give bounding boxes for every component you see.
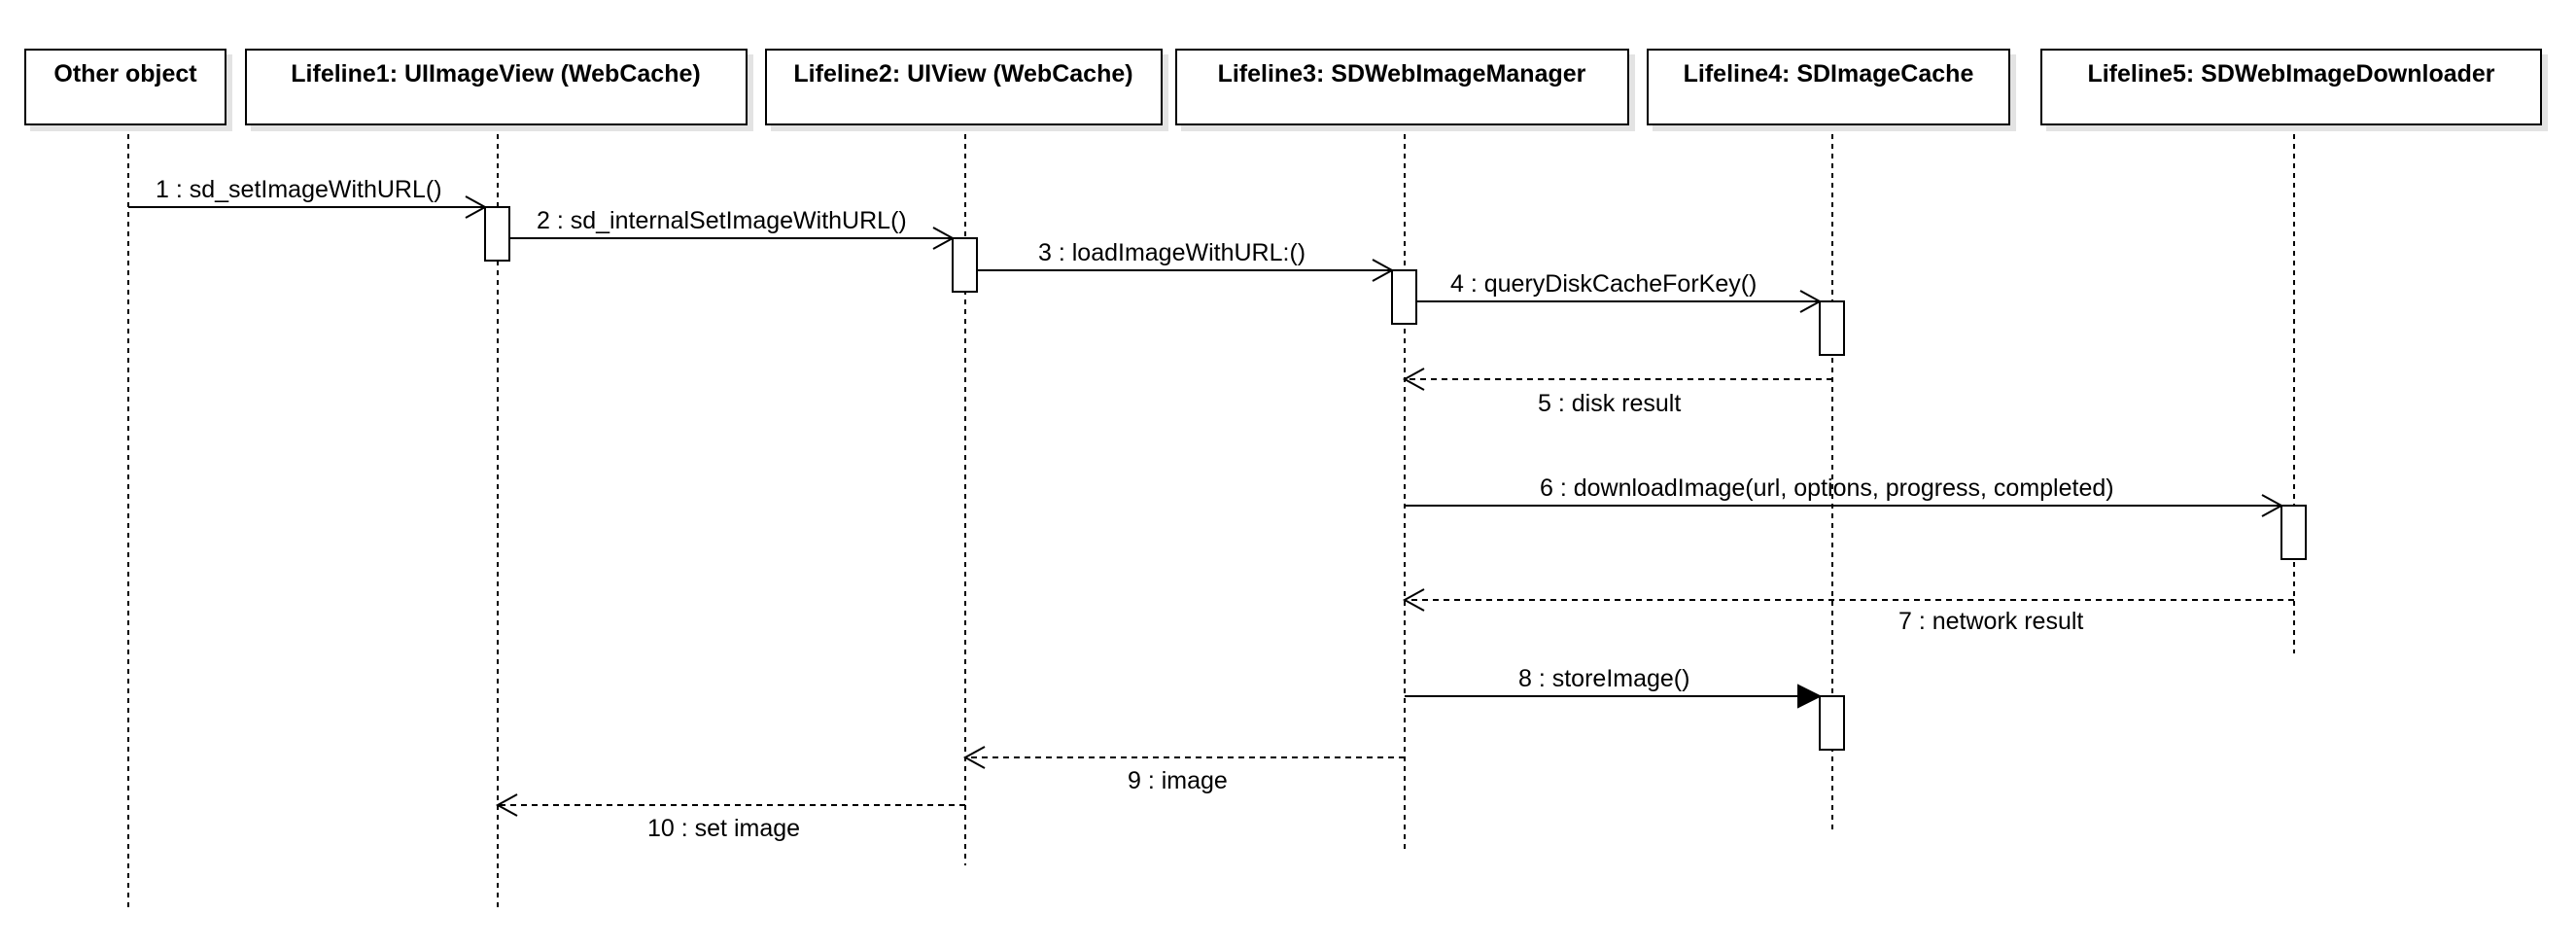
message-6-label: 6 : downloadImage(url, options, progress… — [1540, 474, 2114, 502]
activation-bar-l3 — [1391, 269, 1417, 325]
message-8: 8 : storeImage() — [1405, 665, 1823, 709]
message-5: 5 : disk result — [1402, 368, 1832, 417]
message-3-label: 3 : loadImageWithURL:() — [1038, 239, 1305, 266]
message-6: 6 : downloadImage(url, options, progress… — [1405, 474, 2284, 517]
activation-bar-l1 — [484, 206, 510, 262]
lifeline-l3: Lifeline3: SDWebImageManager — [1175, 49, 1629, 125]
message-9-label: 9 : image — [1128, 767, 1228, 794]
lifeline-title-l4: Lifeline4: SDImageCache — [1684, 60, 1974, 88]
message-2: 2 : sd_internalSetImageWithURL() — [509, 207, 956, 250]
message-7-label: 7 : network result — [1898, 608, 2083, 635]
lifeline-title-l5: Lifeline5: SDWebImageDownloader — [2087, 60, 2494, 88]
activation-bars — [484, 206, 2307, 751]
message-8-label: 8 : storeImage() — [1518, 665, 1689, 692]
messages: 1 : sd_setImageWithURL() 2 : sd_internal… — [128, 176, 2294, 842]
message-1-label: 1 : sd_setImageWithURL() — [156, 176, 442, 203]
message-10-label: 10 : set image — [647, 815, 800, 842]
lifeline-title-l1: Lifeline1: UIImageView (WebCache) — [291, 60, 700, 88]
lifeline-title-l3: Lifeline3: SDWebImageManager — [1218, 60, 1586, 88]
message-4-label: 4 : queryDiskCacheForKey() — [1450, 270, 1757, 298]
activation-bar-l2 — [952, 237, 978, 293]
activation-bar-l4-query — [1819, 300, 1845, 356]
message-3: 3 : loadImageWithURL:() — [977, 239, 1395, 282]
lifeline-heads: Other object Lifeline1: UIImageView (Web… — [24, 49, 2542, 125]
message-7: 7 : network result — [1402, 588, 2294, 635]
lifeline-l4: Lifeline4: SDImageCache — [1647, 49, 2010, 125]
lifeline-title-other: Other object — [53, 60, 197, 88]
message-5-label: 5 : disk result — [1538, 390, 1681, 417]
activation-bar-l5 — [2280, 505, 2307, 560]
message-9: 9 : image — [962, 746, 1405, 794]
lifeline-other: Other object — [24, 49, 226, 125]
activation-bar-l4-store — [1819, 695, 1845, 751]
message-1: 1 : sd_setImageWithURL() — [128, 176, 488, 219]
message-4: 4 : queryDiskCacheForKey() — [1416, 270, 1823, 313]
lifeline-title-l2: Lifeline2: UIView (WebCache) — [793, 60, 1132, 88]
message-10: 10 : set image — [495, 793, 965, 842]
lifeline-l5: Lifeline5: SDWebImageDownloader — [2040, 49, 2542, 125]
lifeline-l1: Lifeline1: UIImageView (WebCache) — [245, 49, 748, 125]
lifeline-l2: Lifeline2: UIView (WebCache) — [765, 49, 1163, 125]
message-2-label: 2 : sd_internalSetImageWithURL() — [537, 207, 907, 234]
